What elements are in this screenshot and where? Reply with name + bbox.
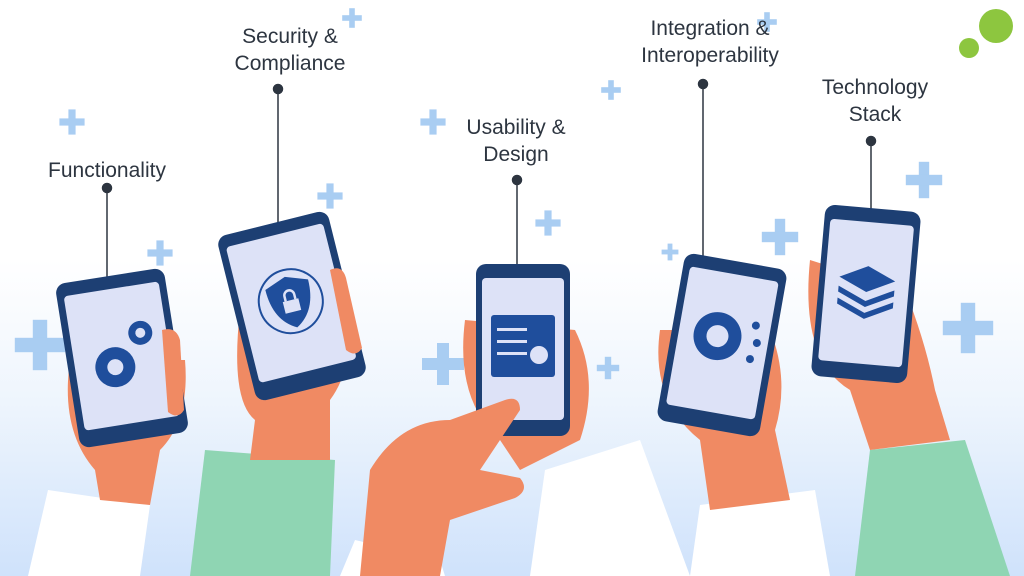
label-line: Integration & [650, 17, 770, 40]
label-functionality: Functionality [48, 157, 166, 184]
label-security-compliance: Security & Compliance [235, 23, 346, 77]
phone-usability [476, 264, 570, 436]
label-line: Compliance [234, 52, 346, 75]
phone-security [218, 211, 366, 401]
label-line: Technology [821, 76, 929, 99]
label-line: Usability & [466, 116, 566, 139]
fingers [162, 268, 524, 576]
gears-icon [95, 320, 153, 388]
label-usability-design: Usability & Design [466, 114, 565, 168]
layers-stack-icon [837, 266, 896, 319]
label-line: Interoperability [641, 44, 779, 67]
shield-lock-icon [257, 268, 324, 335]
label-line: Stack [848, 103, 902, 126]
phone-functionality [56, 268, 188, 448]
phone-integration [657, 253, 787, 437]
label-technology-stack: Technology Stack [822, 74, 928, 128]
gear-circuit-icon [693, 312, 761, 364]
connectors [101, 78, 877, 280]
pointing-hand [360, 398, 524, 576]
label-integration-interoperability: Integration & Interoperability [641, 15, 779, 69]
label-text: Functionality [48, 159, 166, 182]
logo [959, 9, 1013, 58]
touch-checklist-icon [491, 315, 555, 377]
label-line: Design [483, 143, 549, 166]
label-line: Security & [242, 25, 338, 48]
sleeves [28, 440, 1010, 576]
phone-technology [811, 204, 921, 384]
